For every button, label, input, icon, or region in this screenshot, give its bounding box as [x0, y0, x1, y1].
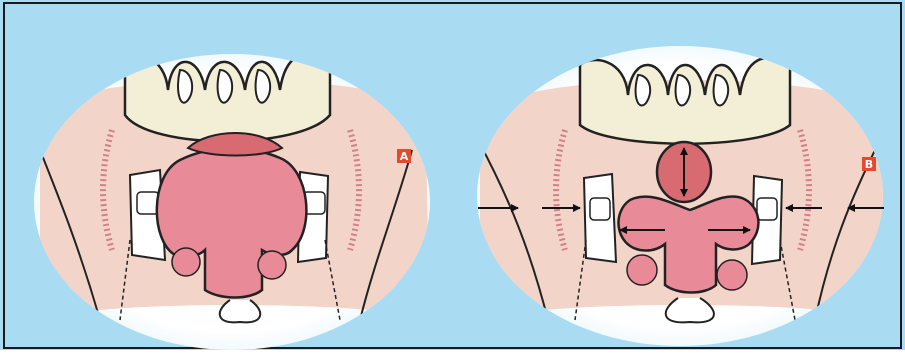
panel-label-b: B — [862, 157, 876, 171]
svg-text:A: A — [400, 150, 409, 163]
panel-left: A — [34, 53, 430, 350]
panel-right: B — [477, 46, 885, 346]
svg-text:B: B — [865, 158, 873, 171]
panel-label-a: A — [397, 149, 411, 163]
